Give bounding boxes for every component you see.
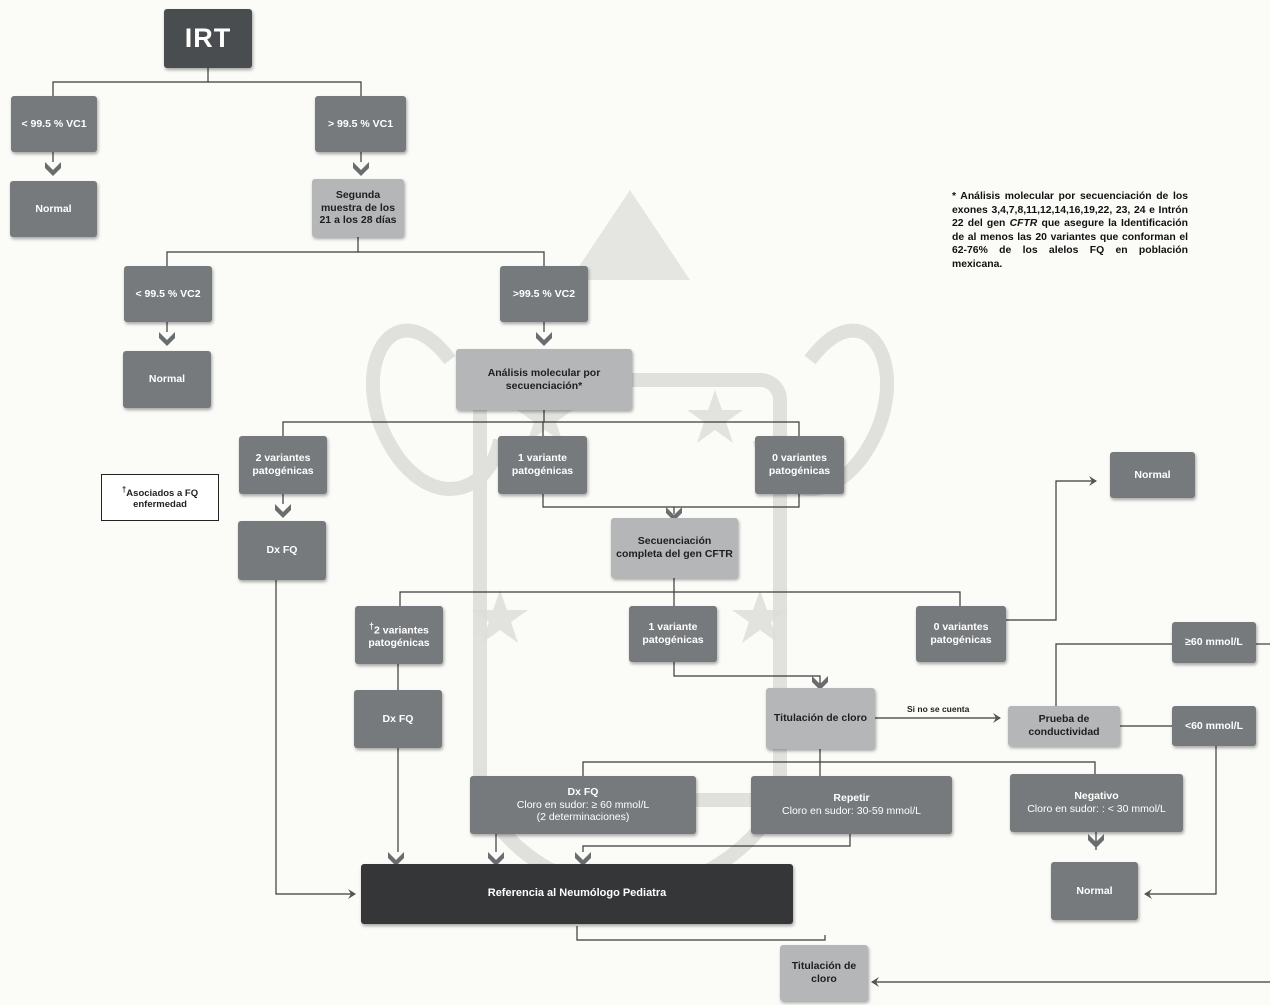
dx-fq-cloro-line2: (2 determinaciones)	[536, 811, 630, 824]
analisis-molecular-box: Análisis molecular por secuenciación*	[456, 349, 632, 410]
legend-dagger: †	[121, 484, 127, 494]
dagger-mark: †	[369, 620, 374, 631]
repetir-box: Repetir Cloro en sudor: 30-59 mmol/L	[751, 776, 952, 834]
ge60-box: ≥60 mmol/L	[1172, 622, 1256, 663]
repetir-line1: Cloro en sudor: 30-59 mmol/L	[782, 805, 921, 817]
gt-vc1-box: > 99.5 % VC1	[315, 96, 406, 152]
secuenciacion-cftr-box: Secuenciación completa del gen CFTR	[611, 518, 738, 578]
referencia-neumologo-box: Referencia al Neumólogo Pediatra	[361, 864, 793, 924]
prueba-conductividad-box: Prueba de conductividad	[1008, 706, 1120, 746]
footnote-text: * Análisis molecular por secuenciación d…	[952, 190, 1188, 271]
irt-box: IRT	[164, 9, 252, 68]
dos-variantes-2-label: 2 variantes patogénicas	[368, 624, 430, 649]
footnote-gene: CFTR	[1009, 218, 1038, 230]
cero-variantes-box-1: 0 variantes patogénicas	[755, 436, 844, 494]
si-no-se-cuenta-label: Si no se cuenta	[907, 704, 970, 714]
negativo-box: Negativo Cloro en sudor: : < 30 mmol/L	[1010, 774, 1183, 832]
dx-fq-cloro-line1: Cloro en sudor: ≥ 60 mmol/L	[516, 798, 650, 811]
gt-vc2-box: >99.5 % VC2	[500, 266, 588, 322]
dx-fq-cloro-title: Dx FQ	[567, 786, 599, 799]
dx-fq-box-1: Dx FQ	[238, 521, 326, 580]
dx-fq-cloro-box: Dx FQ Cloro en sudor: ≥ 60 mmol/L (2 det…	[470, 776, 696, 834]
footnote-part2: que asegure la Identificación de al meno…	[952, 218, 1188, 270]
lt-vc1-box: < 99.5 % VC1	[11, 96, 97, 152]
normal-box-1: Normal	[10, 181, 97, 237]
dx-fq-box-2: Dx FQ	[354, 690, 442, 748]
lt-vc2-box: < 99.5 % VC2	[124, 266, 212, 322]
negativo-title: Negativo	[1074, 790, 1119, 803]
titulacion-cloro-box: Titulación de cloro	[766, 688, 875, 749]
lt60-box: <60 mmol/L	[1172, 706, 1256, 746]
footnote-part1: * Análisis molecular por secuenciación d…	[952, 191, 1188, 230]
normal-box-3: Normal	[1110, 452, 1195, 498]
titulacion-cloro-box-2: Titulación de cloro	[780, 945, 868, 1001]
legend-box: †Asociados a FQ enfermedad	[101, 474, 219, 521]
negativo-line1: Cloro en sudor: : < 30 mmol/L	[1027, 803, 1166, 815]
una-variante-box-2: 1 variante patogénicas	[629, 606, 717, 662]
normal-box-4: Normal	[1051, 862, 1138, 920]
legend-text: Asociados a FQ enfermedad	[126, 488, 199, 511]
una-variante-box-1: 1 variante patogénicas	[498, 436, 587, 494]
repetir-title: Repetir	[833, 792, 870, 805]
cero-variantes-box-2: 0 variantes patogénicas	[916, 606, 1006, 662]
dos-variantes-box-1: 2 variantes patogénicas	[239, 436, 327, 494]
dos-variantes-box-2: †2 variantes patogénicas	[355, 606, 443, 664]
normal-box-2: Normal	[123, 351, 211, 408]
segunda-muestra-box: Segunda muestra de los 21 a los 28 días	[312, 179, 404, 237]
